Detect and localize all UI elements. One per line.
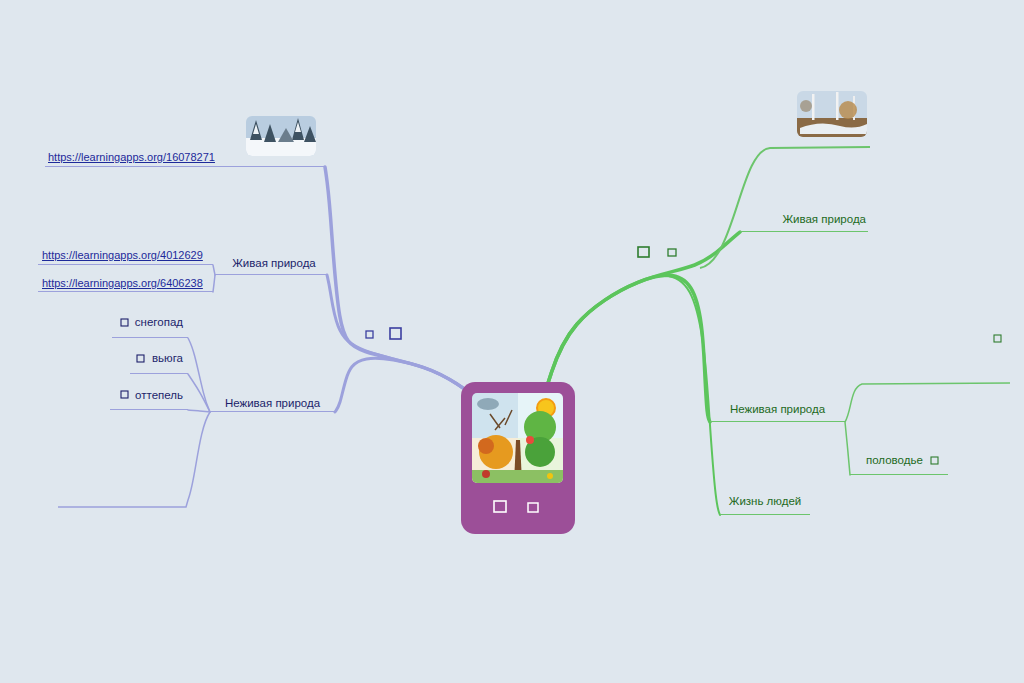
topic-text: Неживая природа bbox=[710, 402, 845, 417]
topic-text: снегопад bbox=[112, 315, 183, 330]
branch-topic: Живая природа bbox=[740, 212, 868, 232]
topic-text: Живая природа bbox=[740, 212, 866, 227]
leaf-topic: половодье bbox=[850, 453, 948, 475]
spring-photo bbox=[797, 91, 867, 137]
glyph-square bbox=[994, 335, 1001, 342]
empty-branch bbox=[58, 412, 210, 507]
glyph-square bbox=[366, 331, 373, 338]
empty-branch bbox=[700, 147, 870, 268]
topic-text: Неживая природа bbox=[210, 396, 335, 411]
branch-connector bbox=[335, 358, 463, 412]
glyph-square bbox=[638, 247, 649, 257]
empty-branch bbox=[845, 383, 1010, 422]
branch-connector bbox=[548, 232, 740, 383]
topic-text: Живая природа bbox=[221, 256, 327, 271]
branch-connector bbox=[327, 275, 463, 388]
glyph-square bbox=[390, 328, 401, 339]
link-topic: https://learningapps.org/16078271 bbox=[45, 150, 325, 167]
link-topic: https://learningapps.org/4012629 bbox=[38, 248, 213, 265]
leaf-topic: снегопад bbox=[112, 315, 188, 338]
branch-topic: Живая природа bbox=[215, 256, 327, 275]
link-text: https://learningapps.org/4012629 bbox=[42, 248, 213, 263]
branch-connector bbox=[188, 338, 210, 412]
branch-connector bbox=[325, 167, 463, 388]
glyph-square bbox=[121, 319, 128, 326]
glyph-square bbox=[931, 457, 938, 464]
glyph-square bbox=[137, 355, 144, 362]
branch-topic: Неживая природа bbox=[710, 402, 845, 422]
leaf-topic: вьюга bbox=[130, 351, 188, 374]
branch-connector bbox=[188, 410, 210, 412]
link-topic: https://learningapps.org/6406238 bbox=[38, 276, 213, 292]
central-topic bbox=[461, 382, 575, 534]
branch-topic: Неживая природа bbox=[210, 396, 335, 412]
winter-photo bbox=[246, 116, 316, 156]
topic-text: оттепель bbox=[110, 388, 183, 403]
link-text: https://learningapps.org/16078271 bbox=[48, 150, 325, 165]
branch-connector bbox=[188, 374, 210, 412]
branch-topic: Жизнь людей bbox=[720, 494, 810, 515]
topic-text: Жизнь людей bbox=[720, 494, 810, 509]
glyph-square bbox=[668, 249, 676, 256]
leaf-topic: оттепель bbox=[110, 388, 188, 410]
glyph-square bbox=[121, 391, 128, 398]
link-text: https://learningapps.org/6406238 bbox=[42, 276, 213, 291]
topic-text: половодье bbox=[866, 453, 948, 468]
topic-text: вьюга bbox=[130, 351, 183, 366]
branch-connector bbox=[213, 275, 215, 292]
